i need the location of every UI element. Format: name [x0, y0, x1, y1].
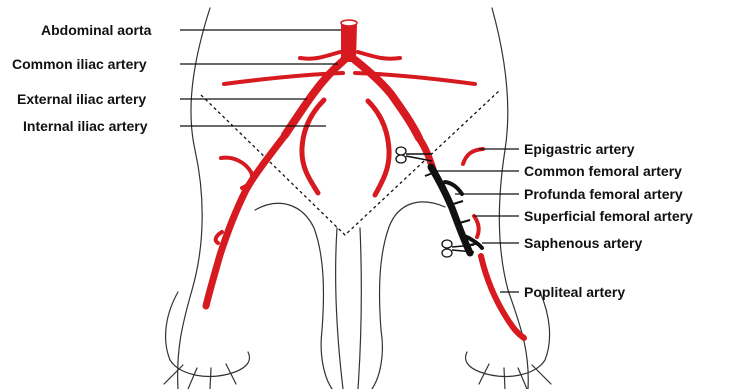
right-torso-outline	[492, 8, 528, 389]
saphenous-label: Saphenous artery	[524, 235, 642, 251]
left-external-iliac-and-femoral	[206, 134, 286, 306]
internal-iliac-label: Internal iliac artery	[23, 118, 148, 134]
right-paw-outline	[466, 292, 550, 376]
popliteal-label: Popliteal artery	[524, 284, 625, 300]
right-foot-toes	[479, 364, 551, 389]
black-femoral-vessel	[431, 167, 470, 253]
tail-outline	[336, 228, 362, 389]
left-torso-outline	[178, 8, 210, 389]
right-common-iliac	[355, 60, 419, 138]
abdominal-aorta-label: Abdominal aorta	[41, 22, 152, 38]
left-common-iliac	[285, 60, 344, 135]
upper-transverse-branches	[224, 73, 475, 84]
right-internal-iliac	[368, 101, 389, 195]
right-epigastric-vessel	[463, 149, 483, 164]
superficial-femoral-label: Superficial femoral artery	[524, 208, 693, 224]
common-iliac-label: Common iliac artery	[12, 56, 147, 72]
left-epigastric-branch	[221, 158, 252, 188]
right-leg-inner-outline	[372, 202, 445, 389]
left-internal-iliac	[302, 100, 324, 193]
external-iliac-label: External iliac artery	[17, 91, 146, 107]
arterial-tree	[206, 20, 524, 338]
right-saphenous-red-branch	[474, 216, 479, 237]
profunda-femoral-label: Profunda femoral artery	[524, 186, 683, 202]
ligated-femoral-segment	[396, 147, 482, 257]
right-lower-leg-vessel	[481, 256, 524, 338]
left-foot-toes	[164, 364, 236, 389]
aorta-opening	[341, 20, 357, 26]
epigastric-label: Epigastric artery	[524, 141, 635, 157]
left-leg-inner-outline	[255, 203, 332, 389]
diagram-labels: Abdominal aorta Common iliac artery Exte…	[12, 22, 693, 300]
common-femoral-label: Common femoral artery	[524, 163, 682, 179]
